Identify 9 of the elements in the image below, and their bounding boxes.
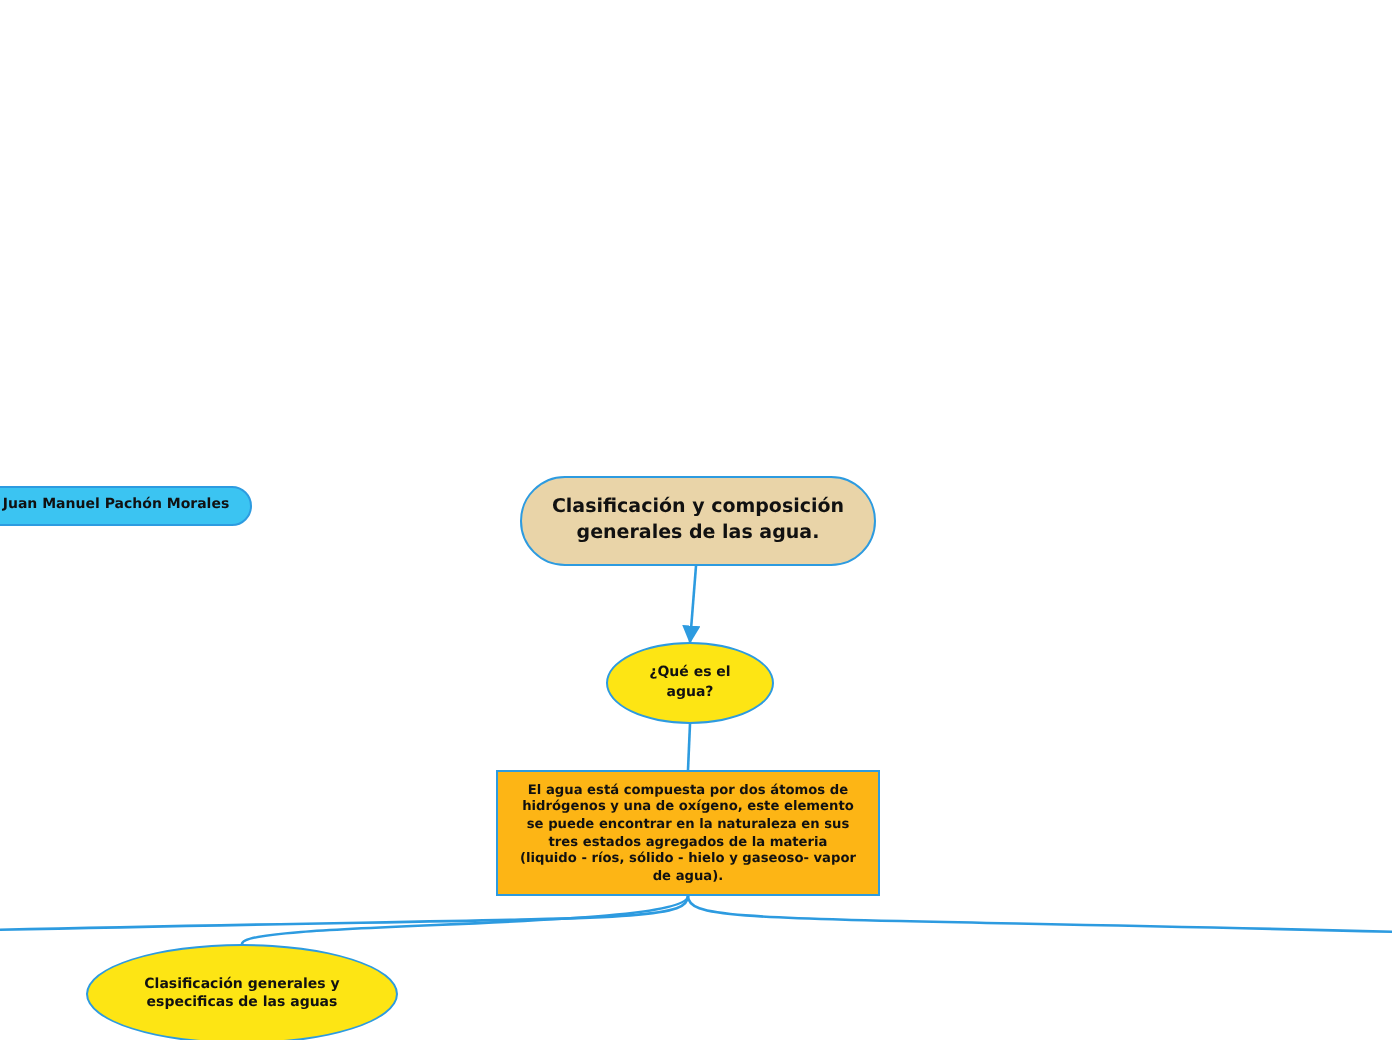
arrow <box>682 565 701 644</box>
answer-box <box>496 770 880 896</box>
node-text: Clasificación y composición generales de las agua. <box>549 496 847 546</box>
connector-line <box>686 895 1392 934</box>
title-box <box>520 476 876 566</box>
connector-line <box>0 895 690 932</box>
connector-line <box>241 895 689 946</box>
connector-line <box>686 723 692 771</box>
name-pill <box>0 486 252 526</box>
